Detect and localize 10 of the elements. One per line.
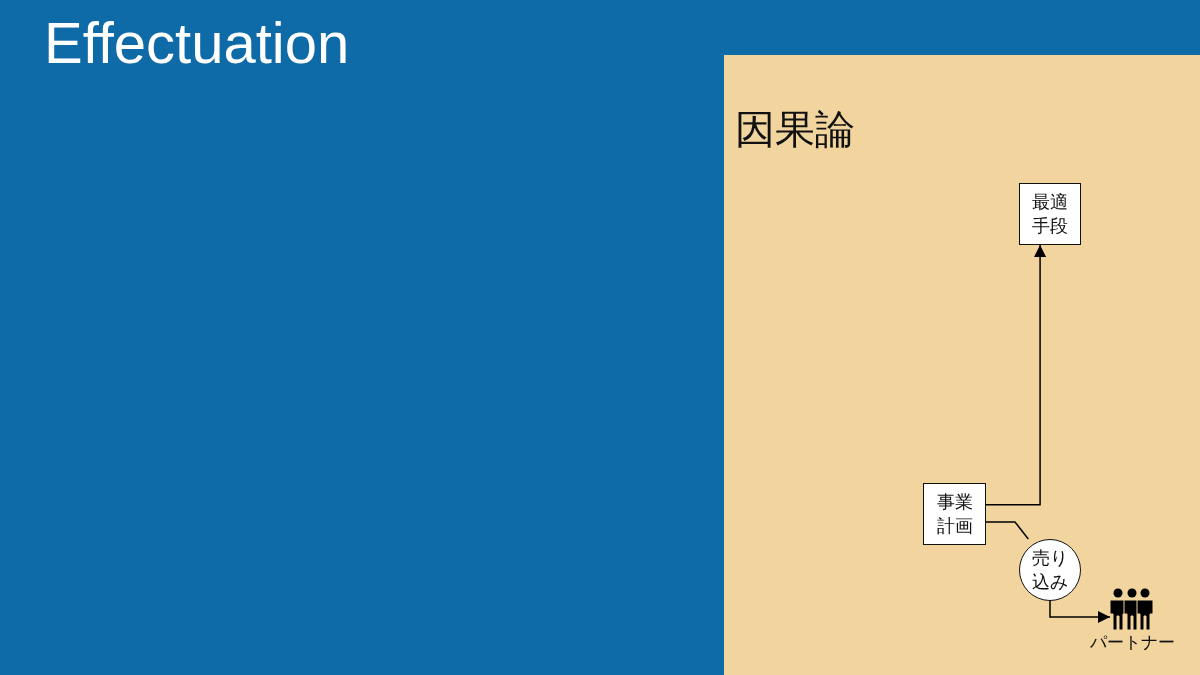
panel-heading: 因果論: [735, 105, 855, 154]
connector-line: [985, 521, 1030, 540]
panel: [724, 55, 1200, 675]
arrow: [1049, 600, 1111, 623]
process-box: 事業計画: [923, 483, 986, 545]
process-box: 最適手段: [1019, 183, 1081, 245]
arrow: [985, 244, 1047, 506]
process-circle: 売り込み: [1019, 539, 1081, 601]
icon-caption: パートナー: [1090, 632, 1175, 652]
title: Effectuation: [44, 9, 350, 77]
